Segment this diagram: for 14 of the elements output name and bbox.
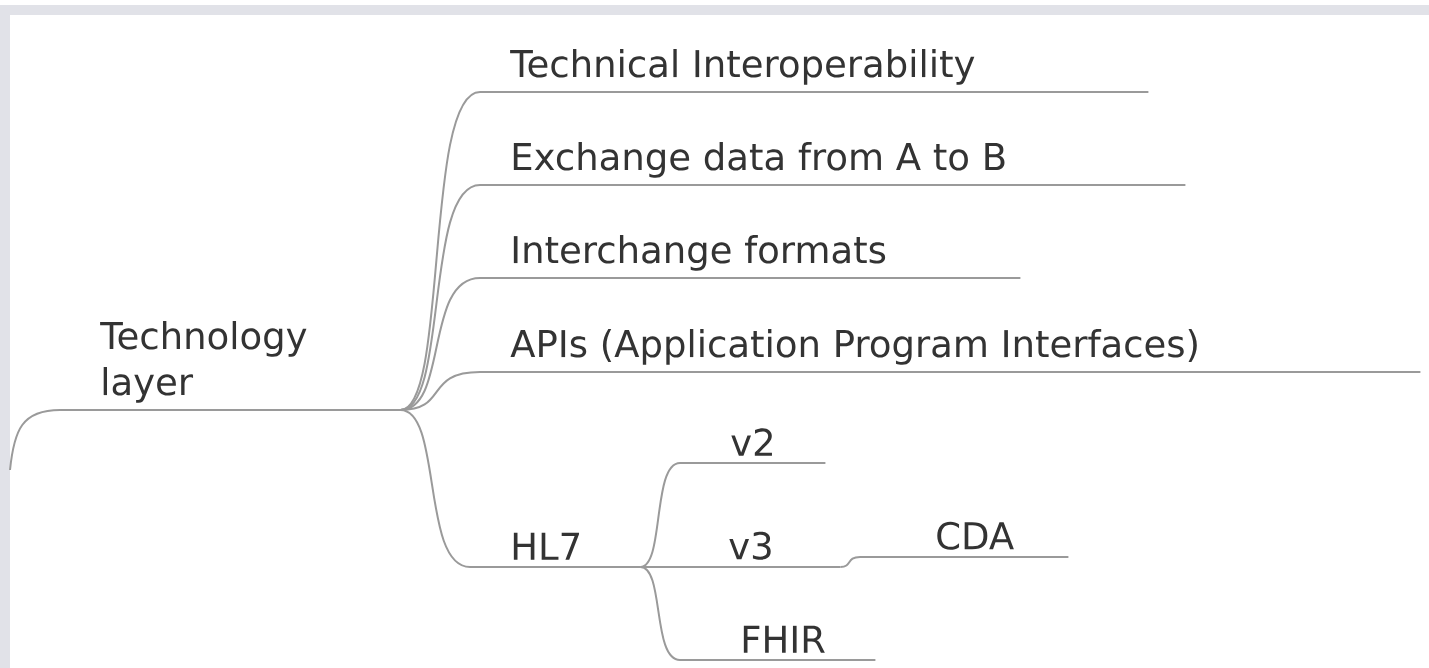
topic-text: CDA	[859, 521, 1070, 558]
topic-text: Technical Interoperability	[479, 49, 1150, 93]
topic-text: FHIR	[679, 625, 877, 661]
branch-line	[639, 566, 681, 661]
branch-line	[839, 556, 861, 568]
topic-text: Technology layer	[59, 321, 402, 411]
branch-line	[9, 409, 61, 471]
branch-line	[399, 409, 471, 568]
topic-text: Interchange formats	[479, 235, 1022, 279]
topic-text: v2	[679, 428, 827, 464]
topic-text: Exchange data from A to B	[479, 142, 1187, 186]
topic-text: APIs (Application Program Interfaces)	[479, 329, 1422, 373]
topic-text: v3	[667, 531, 842, 568]
topic-text: HL7	[469, 532, 642, 568]
